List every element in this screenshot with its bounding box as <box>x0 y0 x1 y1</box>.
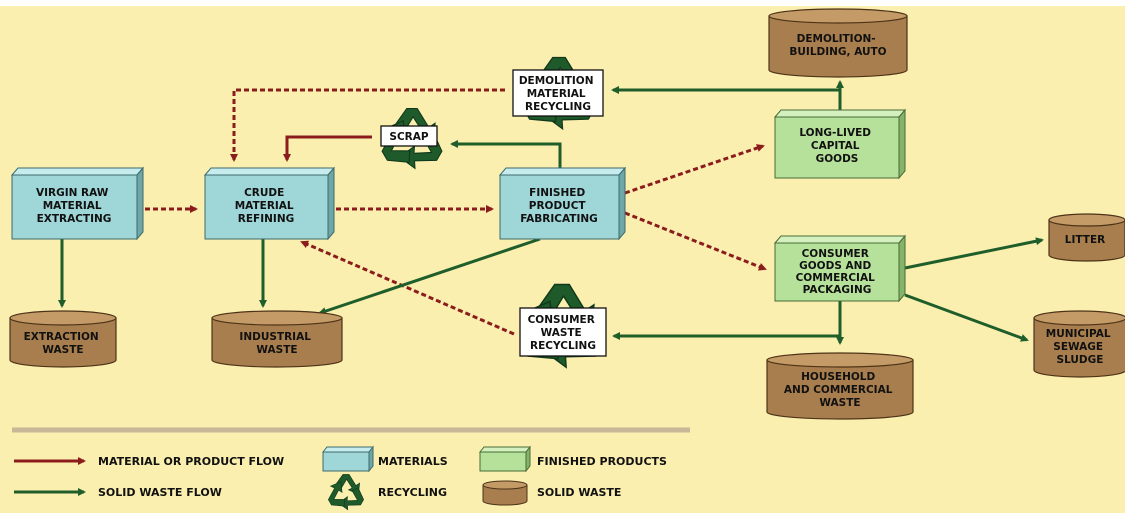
svg-text:INDUSTRIAL WASTE: INDUSTRIAL WASTE <box>239 331 314 356</box>
waste-drum-sewage: MUNICIPAL SEWAGE SLUDGE <box>1033 310 1125 378</box>
node-label-line: CONSUMER <box>802 248 869 260</box>
arrow-scrap-to-crude <box>283 135 372 162</box>
svg-text:LONG-LIVED CAPITAL: LONG-LIVED CAPITAL GOODS <box>799 127 874 165</box>
node-label-line: CAPITAL <box>811 140 860 152</box>
svg-text:CONSUMER WASTE REC: CONSUMER WASTE RECYCLING <box>528 314 599 352</box>
node-label-line: WASTE <box>819 397 860 409</box>
node-label-line: AND COMMERCIAL <box>784 384 893 396</box>
waste-drum-demolition-building: DEMOLITION- BUILDING, AUTO <box>768 8 908 78</box>
node-label-line: SCRAP <box>389 131 428 143</box>
recycling-node-demolition: DEMOLITION MATERIAL RECYCLING <box>512 56 604 131</box>
node-label-line: CONSUMER <box>528 314 595 326</box>
node-label-line: COMMERCIAL <box>796 272 876 284</box>
materials-box-finished-fabricating: FINISHED PRODUCT FABRICATING <box>498 166 627 241</box>
recycling-node-consumer: CONSUMER WASTE RECYCLING <box>519 283 607 369</box>
node-label-line: INDUSTRIAL <box>239 331 311 343</box>
node-label-line: EXTRACTION <box>24 331 99 343</box>
arrow-finished-to-longlived <box>624 144 765 195</box>
flow-arrows <box>58 80 1044 345</box>
svg-text:CONSUMER GOODS AND: CONSUMER GOODS AND COMMERCIAL PACKAGING <box>796 248 879 296</box>
waste-drum-litter: LITTER <box>1048 213 1125 262</box>
recycling-icon <box>327 474 365 511</box>
node-label-line: REFINING <box>238 213 294 225</box>
arrow-consumer-goods-to-litter <box>904 237 1044 270</box>
node-label-line: MATERIAL <box>527 88 586 100</box>
legend-materials-label: MATERIALS <box>378 455 448 468</box>
node-label-line: WASTE <box>541 327 582 339</box>
node-label-line: PRODUCT <box>529 200 587 212</box>
waste-drum-extraction: EXTRACTION WASTE <box>9 310 117 368</box>
node-label-line: LITTER <box>1065 234 1105 246</box>
svg-text:DEMOLITION MATERIAL: DEMOLITION MATERIAL RECYCLING <box>519 75 597 113</box>
materials-box-crude-refining: CRUDE MATERIAL REFINING <box>203 166 336 241</box>
node-label-line: RECYCLING <box>530 340 596 352</box>
legend: MATERIAL OR PRODUCT FLOW SOLID WASTE FLO… <box>12 427 690 511</box>
finished-box-longlived-capital-goods: LONG-LIVED CAPITAL GOODS <box>773 108 907 180</box>
svg-text:EXTRACTION WASTE: EXTRACTION WASTE <box>24 331 103 356</box>
arrow-demolition-recycling-to-crude <box>230 88 505 162</box>
arrow-finished-to-industrial-waste <box>318 237 541 315</box>
finished-box-consumer-goods: CONSUMER GOODS AND COMMERCIAL PACKAGING <box>773 234 907 303</box>
svg-text:VIRGIN RAW MATERIAL: VIRGIN RAW MATERIAL EXTRACTING <box>36 187 112 225</box>
node-label-line: DEMOLITION <box>519 75 594 87</box>
arrow-finished-to-scrap <box>450 140 562 171</box>
node-label-line: GOODS AND <box>799 260 871 272</box>
legend-finished-products-swatch <box>478 445 532 473</box>
recycling-node-scrap: SCRAP <box>380 107 443 170</box>
svg-text:MUNICIPAL SEWAGE S: MUNICIPAL SEWAGE SLUDGE <box>1046 328 1115 366</box>
node-label-line: MATERIAL <box>235 200 294 212</box>
legend-finished-products-label: FINISHED PRODUCTS <box>537 455 667 468</box>
node-label-line: HOUSEHOLD <box>801 371 875 383</box>
legend-waste-flow-label: SOLID WASTE FLOW <box>98 486 222 499</box>
materials-box-virgin-extracting: VIRGIN RAW MATERIAL EXTRACTING <box>10 166 145 241</box>
node-label-line: LONG-LIVED <box>799 127 871 139</box>
node-label-line: SEWAGE <box>1053 341 1103 353</box>
node-label-line: EXTRACTING <box>37 213 112 225</box>
svg-text:LITTER: LITTER <box>1065 234 1105 246</box>
node-label-line: PACKAGING <box>803 284 872 296</box>
svg-text:FINISHED PRODUCT F: FINISHED PRODUCT FABRICATING <box>520 187 598 225</box>
node-label-line: BUILDING, AUTO <box>789 46 886 58</box>
node-label-line: WASTE <box>42 344 83 356</box>
arrow-finished-to-consumer-goods <box>624 211 767 271</box>
legend-solid-waste-swatch <box>482 480 528 506</box>
node-label-line: SLUDGE <box>1057 354 1104 366</box>
node-label-line: RECYCLING <box>525 101 591 113</box>
svg-text:CRUDE MATERIAL REF: CRUDE MATERIAL REFINING <box>235 187 298 225</box>
waste-drum-industrial: INDUSTRIAL WASTE <box>211 310 343 368</box>
legend-material-flow-label: MATERIAL OR PRODUCT FLOW <box>98 455 284 468</box>
svg-text:DEMOLITION- BUILDING, AU: DEMOLITION- BUILDING, AUTO <box>789 33 886 58</box>
node-label-line: VIRGIN RAW <box>36 187 109 199</box>
legend-solid-waste-label: SOLID WASTE <box>537 486 621 499</box>
legend-materials-swatch <box>321 445 375 473</box>
node-label-line: MUNICIPAL <box>1046 328 1111 340</box>
node-label-line: CRUDE <box>244 187 284 199</box>
waste-drum-household: HOUSEHOLD AND COMMERCIAL WASTE <box>766 352 914 420</box>
node-label-line: WASTE <box>256 344 297 356</box>
arrow-consumer-recycling-to-crude <box>300 240 515 336</box>
node-label-line: DEMOLITION- <box>797 33 876 45</box>
node-label-line: FINISHED <box>529 187 585 199</box>
svg-text:SCRAP: SCRAP <box>389 131 428 143</box>
node-label-line: MATERIAL <box>43 200 102 212</box>
svg-text:HOUSEHOLD AND COMMERCIAL: HOUSEHOLD AND COMMERCIAL WASTE <box>784 371 896 409</box>
legend-recycling-label: RECYCLING <box>378 486 447 499</box>
arrow-consumer-goods-to-sewage <box>904 293 1029 342</box>
node-label-line: GOODS <box>816 153 859 165</box>
node-label-line: FABRICATING <box>520 213 598 225</box>
